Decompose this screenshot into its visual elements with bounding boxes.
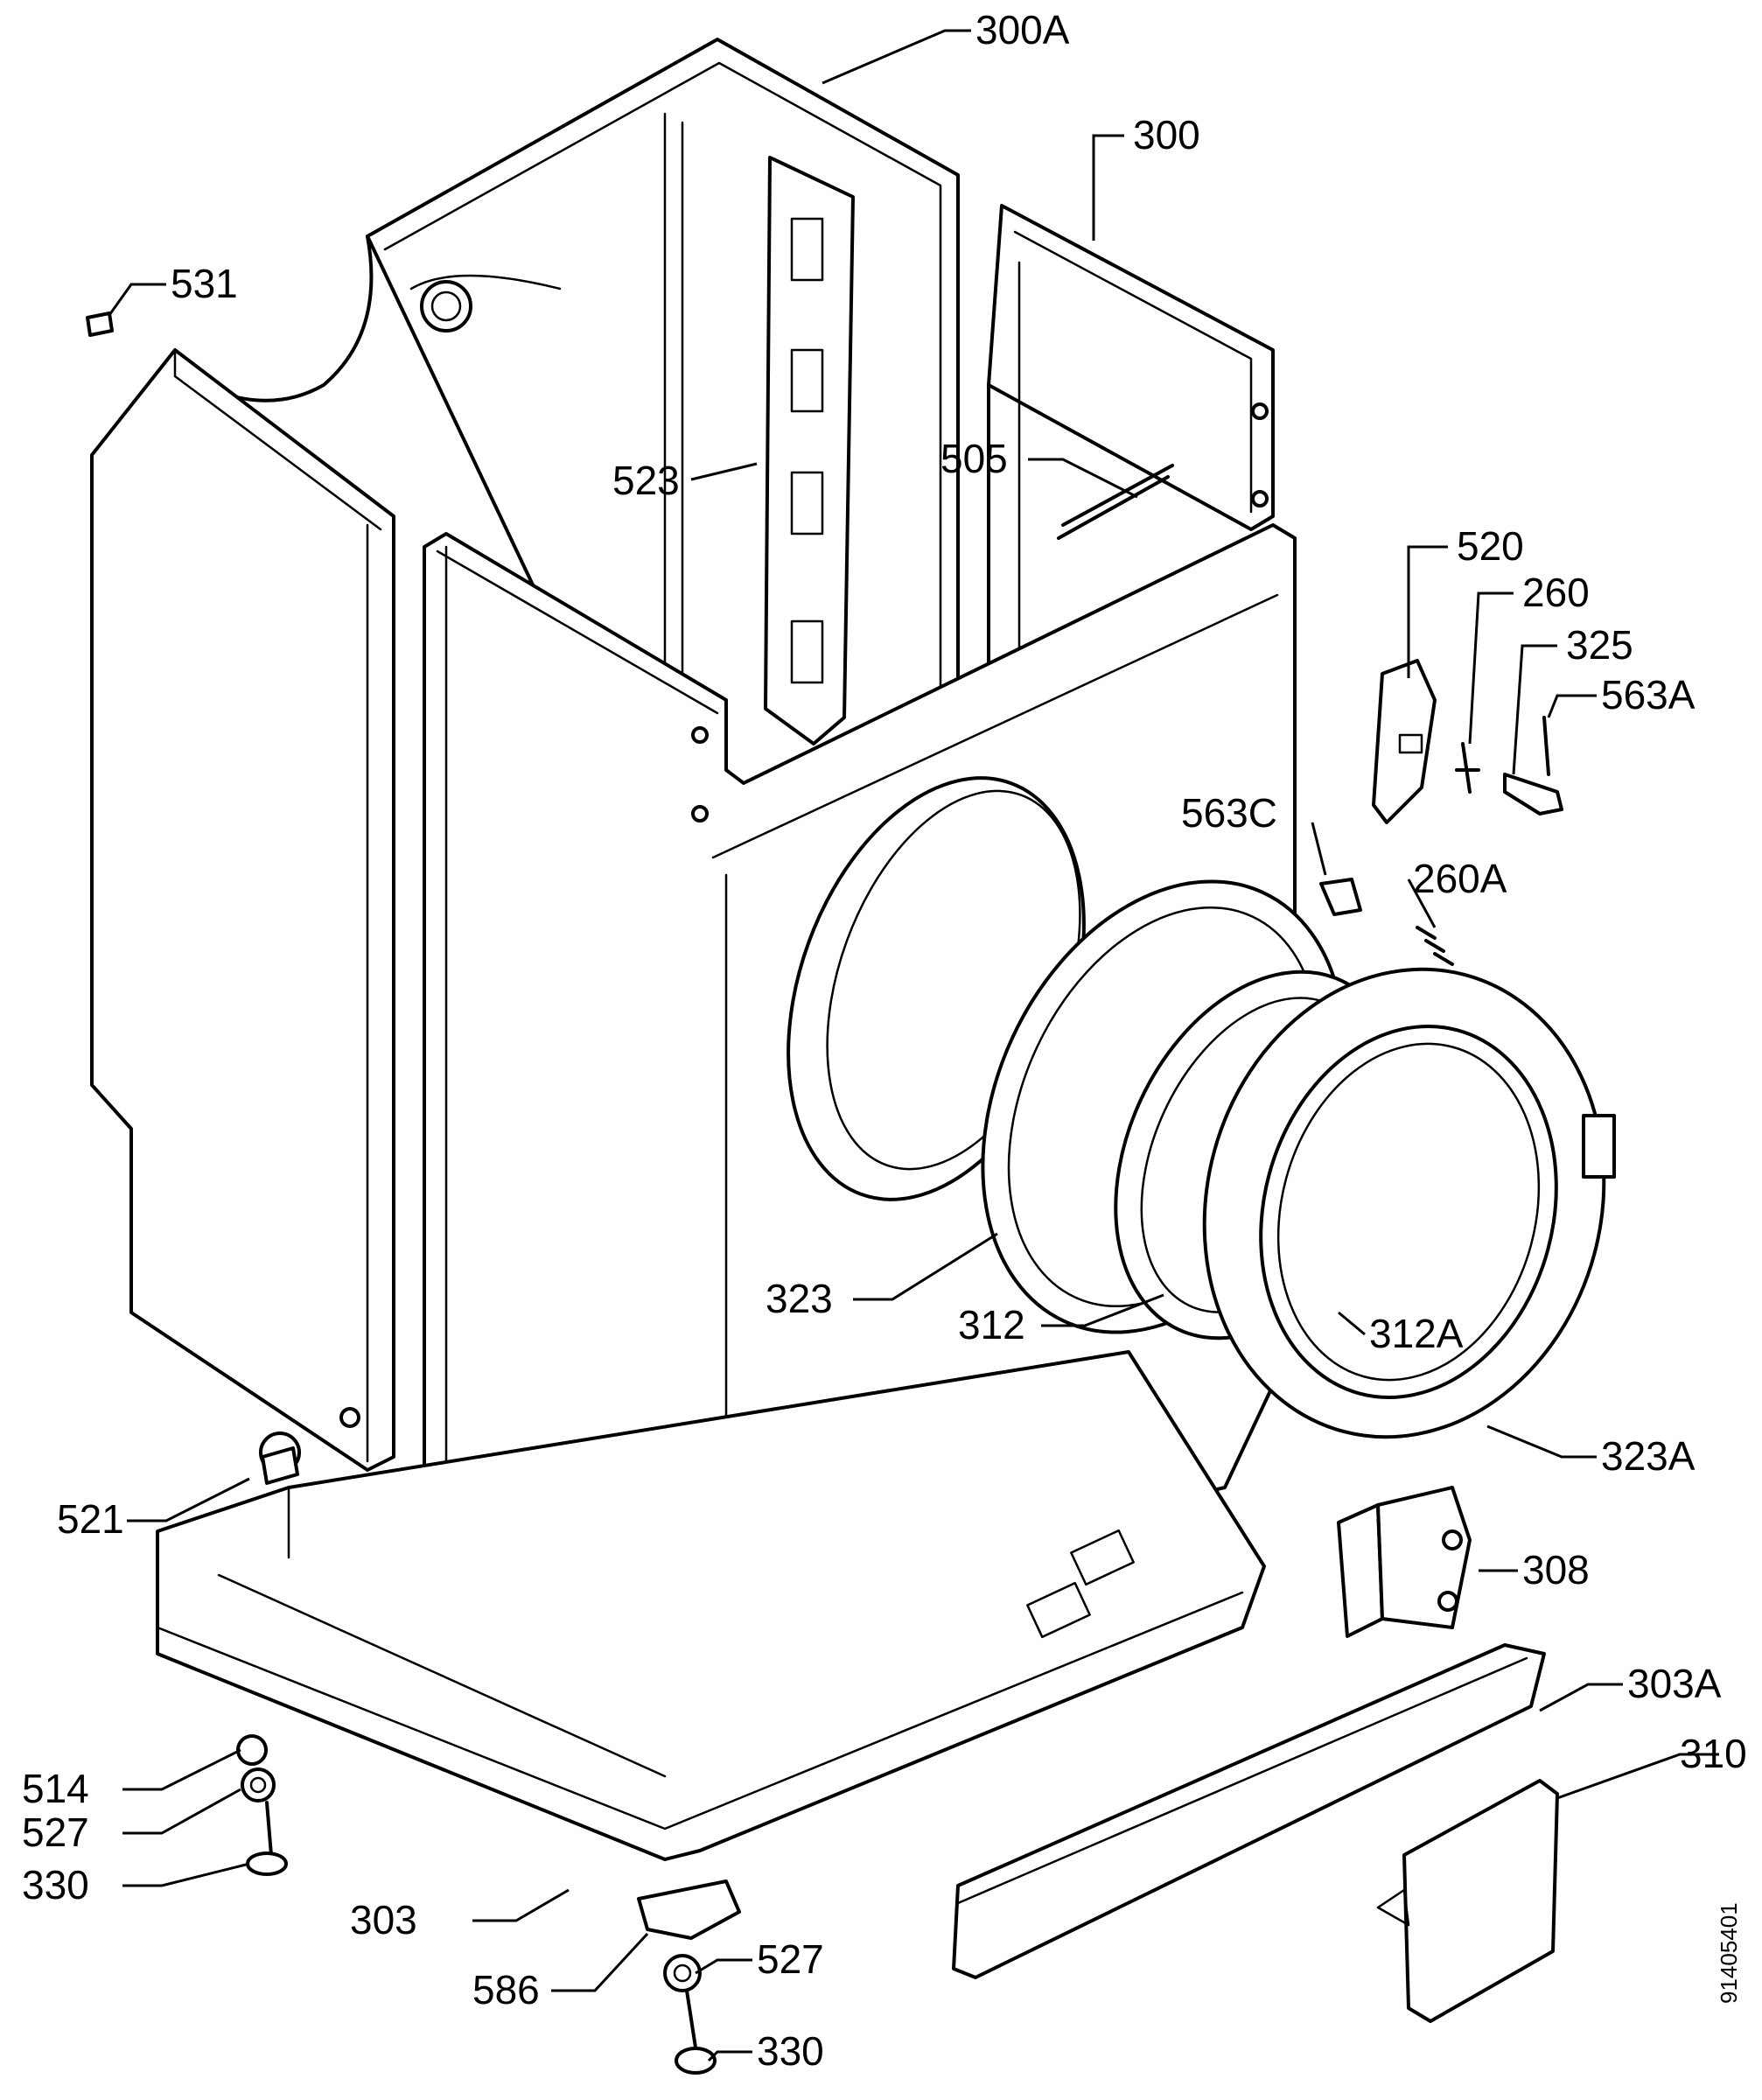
label-330-left: 330	[22, 1862, 89, 1908]
label-531: 531	[171, 261, 238, 306]
left-side-panel	[90, 348, 395, 1472]
hinge-plate	[1337, 1486, 1472, 1638]
label-308: 308	[1522, 1547, 1590, 1592]
hinge-parts	[1319, 659, 1563, 966]
label-300: 300	[1133, 112, 1200, 158]
label-520: 520	[1457, 523, 1524, 569]
leader-lines	[108, 29, 1719, 2062]
label-521: 521	[57, 1496, 124, 1542]
label-323: 323	[766, 1276, 833, 1321]
plinth-cover	[1376, 1779, 1559, 2023]
label-563A: 563A	[1601, 672, 1696, 718]
label-330-right: 330	[757, 2028, 824, 2074]
part-labels: 300A 300 531 523 505 520 260 325 563A 56…	[22, 7, 1747, 2074]
label-505: 505	[940, 436, 1008, 481]
label-586: 586	[472, 1967, 540, 2012]
label-325: 325	[1566, 622, 1633, 668]
fasteners	[86, 312, 741, 2075]
vent-bracket	[764, 156, 855, 746]
label-310: 310	[1680, 1731, 1747, 1776]
label-300A: 300A	[975, 7, 1070, 52]
label-514: 514	[22, 1766, 89, 1811]
label-303: 303	[350, 1897, 417, 1942]
label-260: 260	[1522, 570, 1590, 615]
label-563C: 563C	[1181, 790, 1277, 836]
base-frame	[156, 1350, 1266, 1861]
label-527-left: 527	[22, 1810, 89, 1855]
label-523: 523	[612, 458, 680, 503]
label-527-right: 527	[757, 1936, 824, 1982]
label-260A: 260A	[1413, 856, 1507, 901]
label-312A: 312A	[1369, 1311, 1464, 1356]
label-312: 312	[958, 1302, 1025, 1348]
label-323A: 323A	[1601, 1433, 1696, 1479]
document-number: 91405401	[1716, 1902, 1742, 2004]
kick-panel	[952, 1643, 1546, 1979]
front-body-panel	[423, 402, 1297, 1616]
door-assembly	[981, 879, 1616, 1439]
label-303A: 303A	[1627, 1661, 1722, 1706]
